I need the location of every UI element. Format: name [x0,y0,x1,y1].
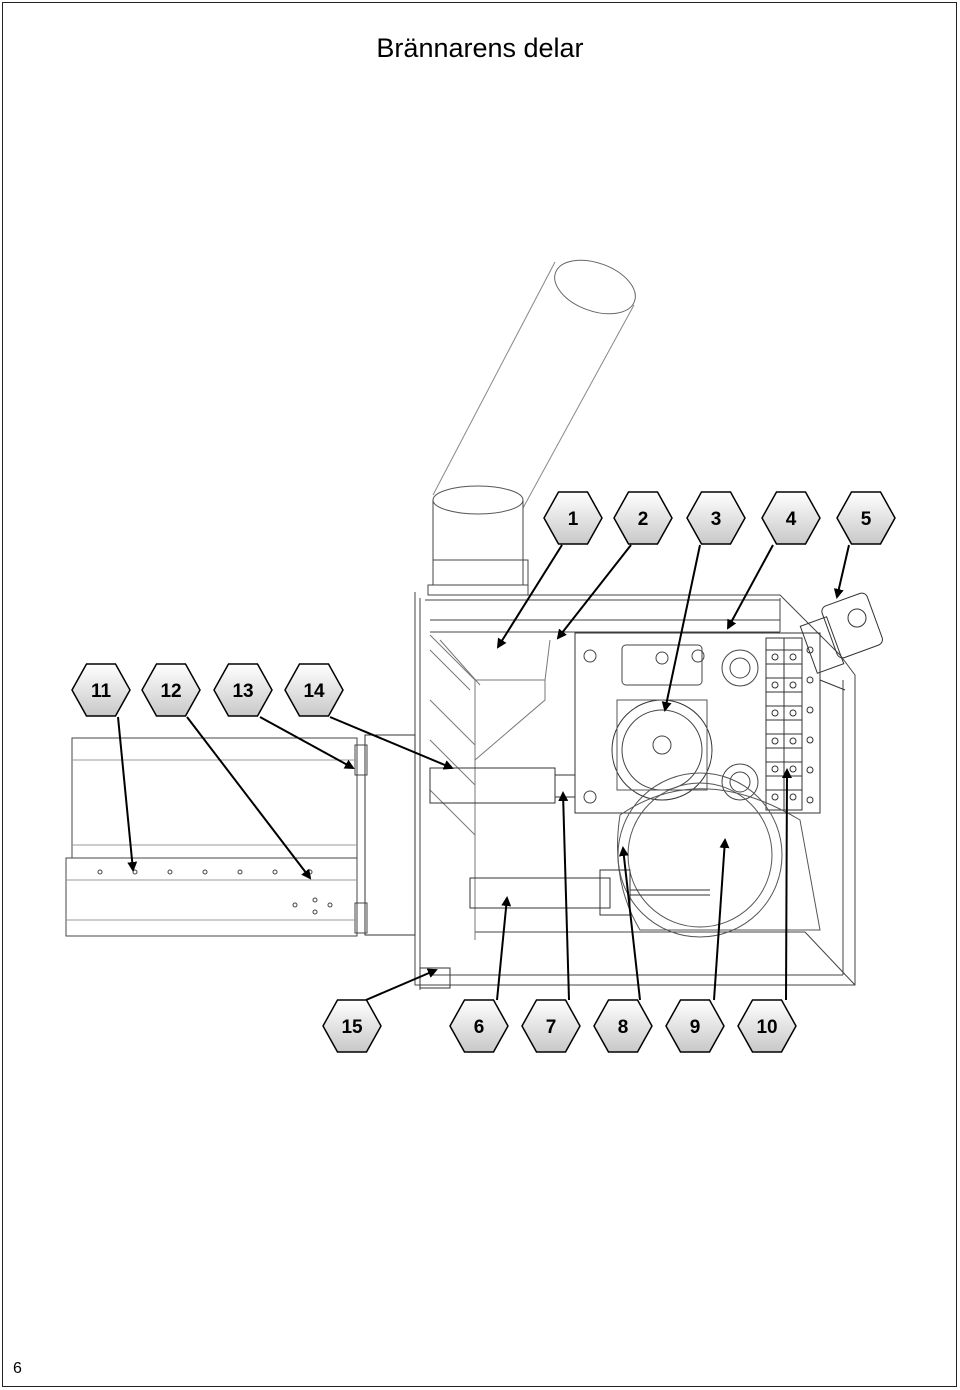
callout-7: 7 [521,999,581,1053]
leader-arrows [117,544,850,1001]
callout-label: 7 [546,1017,557,1038]
callout-label: 5 [861,509,872,530]
arrow-6 [496,896,512,1001]
chute [429,634,551,940]
arrow-14 [329,716,454,770]
callout-13: 13 [213,663,273,717]
arrow-10 [781,768,792,1001]
callout-label: 10 [756,1017,777,1038]
callout-label: 15 [341,1017,363,1038]
arrow-3 [661,544,701,712]
burner-tube [65,734,416,937]
callout-14: 14 [284,663,344,717]
cable-gland [799,592,883,691]
callout-12: 12 [141,663,201,717]
arrow-13 [259,716,355,769]
callout-10: 10 [737,999,797,1053]
callout-label: 9 [690,1017,701,1038]
callout-label: 3 [711,509,722,530]
callout-15: 15 [322,999,382,1053]
arrow-1 [496,544,563,649]
feed-pipe [427,259,636,596]
callout-label: 2 [638,509,649,530]
callout-9: 9 [665,999,725,1053]
igniter-assembly [419,767,710,989]
arrow-5 [833,544,850,599]
callout-5: 5 [836,491,896,545]
terminal-block [765,637,814,811]
arrow-7 [558,791,570,1001]
arrow-9 [713,838,730,1001]
arrow-15 [365,968,438,1001]
callout-6: 6 [449,999,509,1053]
burner-drawing [65,259,883,990]
control-plate [574,632,821,814]
callout-label: 12 [160,681,181,702]
callout-label: 4 [786,509,797,530]
callout-3: 3 [686,491,746,545]
callout-label: 11 [91,681,112,702]
callout-label: 8 [618,1017,629,1038]
callout-11: 11 [71,663,131,717]
callout-label: 6 [474,1017,485,1038]
callout-label: 13 [232,681,253,702]
callout-2: 2 [613,491,673,545]
arrow-12 [186,716,312,880]
arrow-11 [117,716,138,872]
arrow-2 [556,544,632,640]
arrow-4 [727,544,774,630]
page-title: Brännarens delar [376,33,584,63]
callout-8: 8 [593,999,653,1053]
arrow-8 [618,846,641,1001]
callout-label: 1 [568,509,579,530]
page-number: 6 [13,1360,22,1377]
callout-label: 14 [303,681,325,702]
callout-4: 4 [761,491,821,545]
callout-1: 1 [543,491,603,545]
